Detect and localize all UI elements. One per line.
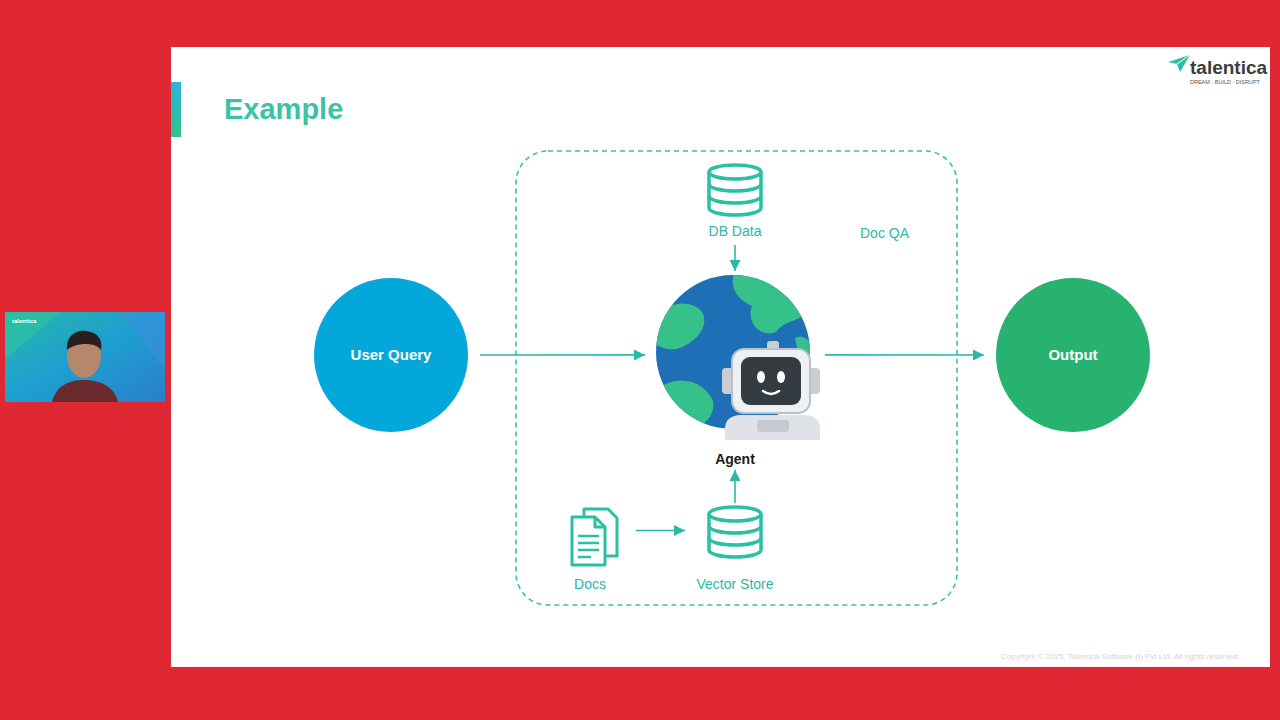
vector-store-icon bbox=[709, 507, 761, 557]
continent bbox=[650, 303, 704, 349]
node-label: User Query bbox=[314, 346, 468, 364]
agent-node: Agent bbox=[645, 272, 825, 468]
db-data-icon bbox=[709, 165, 761, 215]
globe bbox=[650, 270, 812, 432]
flow-arrow bbox=[636, 530, 685, 532]
vector-store-node: Vector Store bbox=[687, 505, 783, 593]
webcam-shape bbox=[5, 312, 60, 360]
person-hair bbox=[67, 331, 101, 350]
cylinder-top bbox=[709, 165, 761, 179]
logo-plane bbox=[1168, 55, 1190, 72]
globe-land bbox=[650, 270, 812, 432]
docs-icon bbox=[572, 509, 617, 565]
cylinder-band bbox=[709, 538, 761, 545]
docs-node: Docs bbox=[560, 505, 620, 593]
node-label: Vector Store bbox=[667, 575, 803, 593]
dashed-border bbox=[516, 151, 957, 605]
robot bbox=[722, 341, 820, 440]
robot-body bbox=[725, 415, 820, 440]
circle-fill bbox=[996, 278, 1150, 432]
continent bbox=[733, 270, 812, 333]
logo-plane-fold bbox=[1177, 55, 1190, 64]
robot-face bbox=[741, 357, 801, 405]
logo-tagline: DREAM · BUILD · DISRUPT bbox=[1190, 79, 1260, 85]
flow-arrow bbox=[734, 245, 736, 271]
robot-eye bbox=[757, 371, 765, 383]
flow-arrow bbox=[734, 470, 736, 503]
input-circle: User Query bbox=[314, 278, 468, 432]
document-front bbox=[572, 517, 605, 565]
node-label: Output bbox=[996, 346, 1150, 364]
logo-text: talentica bbox=[1190, 58, 1267, 79]
webcam-thumbnail bbox=[5, 312, 165, 402]
continent bbox=[664, 380, 713, 432]
cylinder-body bbox=[709, 172, 761, 215]
webcam-logo: talentica bbox=[12, 318, 36, 325]
node-label: Doc QA bbox=[860, 224, 909, 242]
cylinder-band bbox=[709, 526, 761, 533]
document-lines bbox=[578, 536, 599, 557]
database-node: DB Data bbox=[699, 160, 771, 240]
webcam-shape bbox=[120, 312, 165, 370]
robot-eye bbox=[777, 371, 785, 383]
copyright-note: Copyright © 2025. Talentica Software (I)… bbox=[1001, 653, 1240, 662]
robot-head bbox=[732, 349, 810, 413]
slide-background bbox=[171, 47, 1270, 667]
group-container: Doc QADB DataAgentDocsVector Store bbox=[515, 150, 958, 606]
person-shoulders bbox=[52, 380, 118, 402]
cylinder-band bbox=[709, 196, 761, 203]
robot-smile bbox=[763, 391, 779, 394]
circle-fill bbox=[314, 278, 468, 432]
accent-bar bbox=[171, 82, 181, 137]
document-fold bbox=[595, 517, 605, 527]
cylinder-band bbox=[709, 184, 761, 191]
webcam-background bbox=[5, 312, 165, 402]
flow-arrow bbox=[825, 354, 984, 356]
cylinder-top bbox=[709, 507, 761, 521]
node-label: DB Data bbox=[679, 222, 791, 240]
cylinder-body bbox=[709, 514, 761, 557]
node-label: Docs bbox=[540, 575, 640, 593]
robot-chest bbox=[757, 420, 789, 432]
group-outline bbox=[515, 150, 958, 606]
output-circle: Output bbox=[996, 278, 1150, 432]
slide-title: Example bbox=[224, 94, 343, 126]
flow-arrow bbox=[480, 354, 645, 356]
node-label: Agent bbox=[625, 450, 845, 468]
